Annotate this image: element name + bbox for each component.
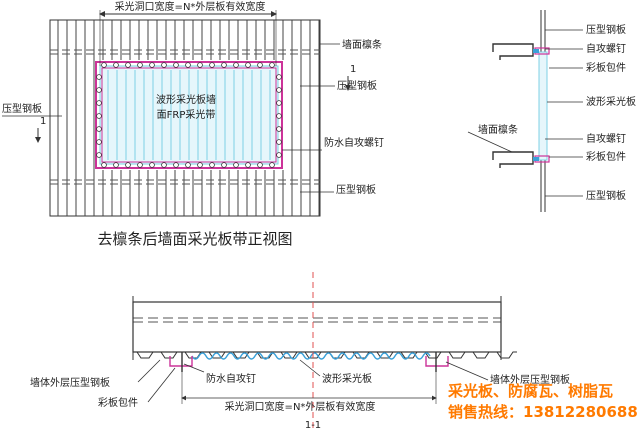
screw-dot: [221, 162, 227, 168]
screw-dot: [245, 62, 251, 68]
screw-dot: [96, 74, 102, 80]
front-view: 采光洞口宽度=N*外层板有效宽度 墙面檩条 压型钢板 防水自攻螺钉 压型钢板 压…: [2, 0, 384, 248]
screw-dot: [137, 62, 143, 68]
sec-leader-screw: [183, 363, 205, 373]
screw-dot: [245, 162, 251, 168]
screw-dot: [113, 62, 119, 68]
side-label-5: 自攻螺钉: [586, 132, 626, 145]
screw-dot: [96, 87, 102, 93]
wall-outline: [49, 19, 321, 217]
side-frp-panel: [538, 51, 548, 161]
sec-label-outer-steel: 墙体外层压型钢板: [30, 376, 110, 389]
sec-leader-color: [147, 367, 176, 403]
sec-leader-outer: [137, 359, 161, 383]
screw-dot: [173, 62, 179, 68]
label-steel-right: 压型钢板: [337, 79, 377, 92]
flashing-frame-inner: [101, 67, 277, 163]
section-mark-left: 1: [40, 116, 46, 127]
side-leader-purlin: [467, 131, 513, 153]
screw-dot: [233, 62, 239, 68]
screw-dot: [269, 162, 275, 168]
screw-dot: [197, 162, 203, 168]
screw-dot: [269, 62, 275, 68]
sec-label-screw: 防水自攻钉: [206, 372, 256, 385]
screw-dot: [276, 126, 282, 132]
screw-dot: [125, 62, 131, 68]
side-purlin-top: [492, 43, 534, 60]
screw-dot: [137, 162, 143, 168]
screw-dot: [276, 74, 282, 80]
screw-dot: [185, 162, 191, 168]
screw-dot: [149, 62, 155, 68]
side-label-3: 彩板包件: [586, 61, 626, 74]
side-screw-top: [533, 49, 539, 53]
frp-panel-ribs: [107, 70, 271, 160]
screw-dot: [233, 162, 239, 168]
screw-dot: [276, 152, 282, 158]
section-flashing-right: [425, 356, 449, 367]
screw-dot: [276, 139, 282, 145]
screw-points: [96, 62, 282, 168]
screw-dot: [209, 162, 215, 168]
sec-label-color-plate: 彩板包件: [98, 396, 138, 409]
side-label-7: 压型钢板: [586, 189, 626, 202]
section-wall: [132, 301, 502, 353]
screw-dot: [101, 162, 107, 168]
screw-dot: [276, 87, 282, 93]
screw-dot: [276, 113, 282, 119]
screw-dot: [113, 162, 119, 168]
screw-dot: [101, 62, 107, 68]
side-label-2: 自攻螺钉: [586, 42, 626, 55]
screw-dot: [96, 113, 102, 119]
sec-leader-outer-right: [445, 361, 489, 381]
watermark-line-1: 采光板、防腐瓦、树脂瓦: [447, 382, 613, 400]
screw-dot: [96, 139, 102, 145]
screw-dot: [197, 62, 203, 68]
screw-dot: [276, 100, 282, 106]
section-mark-right: 1: [350, 64, 356, 75]
screw-dot: [161, 62, 167, 68]
screw-dot: [185, 62, 191, 68]
watermark-line-2: 销售热线：13812280688: [448, 403, 638, 421]
section-flashing-left: [169, 356, 193, 367]
side-label-1: 压型钢板: [586, 23, 626, 36]
sec-label-outer-steel-right: 墙体外层压型钢板: [490, 373, 570, 386]
screw-dot: [257, 62, 263, 68]
screw-dot: [257, 162, 263, 168]
side-screw-bottom: [533, 157, 539, 161]
side-label-6: 彩板包件: [586, 150, 626, 163]
screw-dot: [161, 162, 167, 168]
front-view-title: 去檩条后墙面采光板带正视图: [97, 230, 292, 248]
section-view: 墙体外层压型钢板 彩板包件 防水自攻钉 波形采光板 墙体外层压型钢板 采光洞口宽…: [30, 272, 570, 431]
center-text-1: 波形采光板墙: [156, 93, 216, 106]
label-steel-left: 压型钢板: [2, 102, 42, 115]
screw-dot: [149, 162, 155, 168]
screw-dot: [96, 126, 102, 132]
section-frp-wave: [191, 352, 431, 360]
screw-dot: [125, 162, 131, 168]
sec-dimension-text: 采光洞口宽度=N*外层板有效宽度: [225, 400, 376, 413]
label-purlin: 墙面檩条: [342, 38, 382, 51]
section-title: 1-1: [305, 420, 321, 431]
screw-dot: [173, 162, 179, 168]
side-label-4: 波形采光板: [586, 95, 636, 108]
screw-dot: [96, 152, 102, 158]
flashing-frame: [95, 61, 283, 169]
label-screw: 防水自攻螺钉: [324, 136, 384, 149]
corrugation-ribs: [57, 20, 320, 216]
sec-label-wave-panel: 波形采光板: [322, 372, 372, 385]
top-dimension-text: 采光洞口宽度=N*外层板有效宽度: [115, 0, 266, 13]
side-view: 压型钢板 自攻螺钉 彩板包件 波形采光板 自攻螺钉 彩板包件 压型钢板 墙面檩条: [467, 10, 636, 212]
center-text-2: 面FRP采光带: [157, 108, 216, 121]
side-purlin-bottom: [492, 151, 534, 168]
screw-dot: [209, 62, 215, 68]
label-steel-bottom: 压型钢板: [336, 183, 376, 196]
side-label-purlin: 墙面檩条: [478, 123, 518, 136]
screw-dot: [221, 62, 227, 68]
sec-leader-wave: [299, 359, 321, 377]
screw-dot: [96, 100, 102, 106]
